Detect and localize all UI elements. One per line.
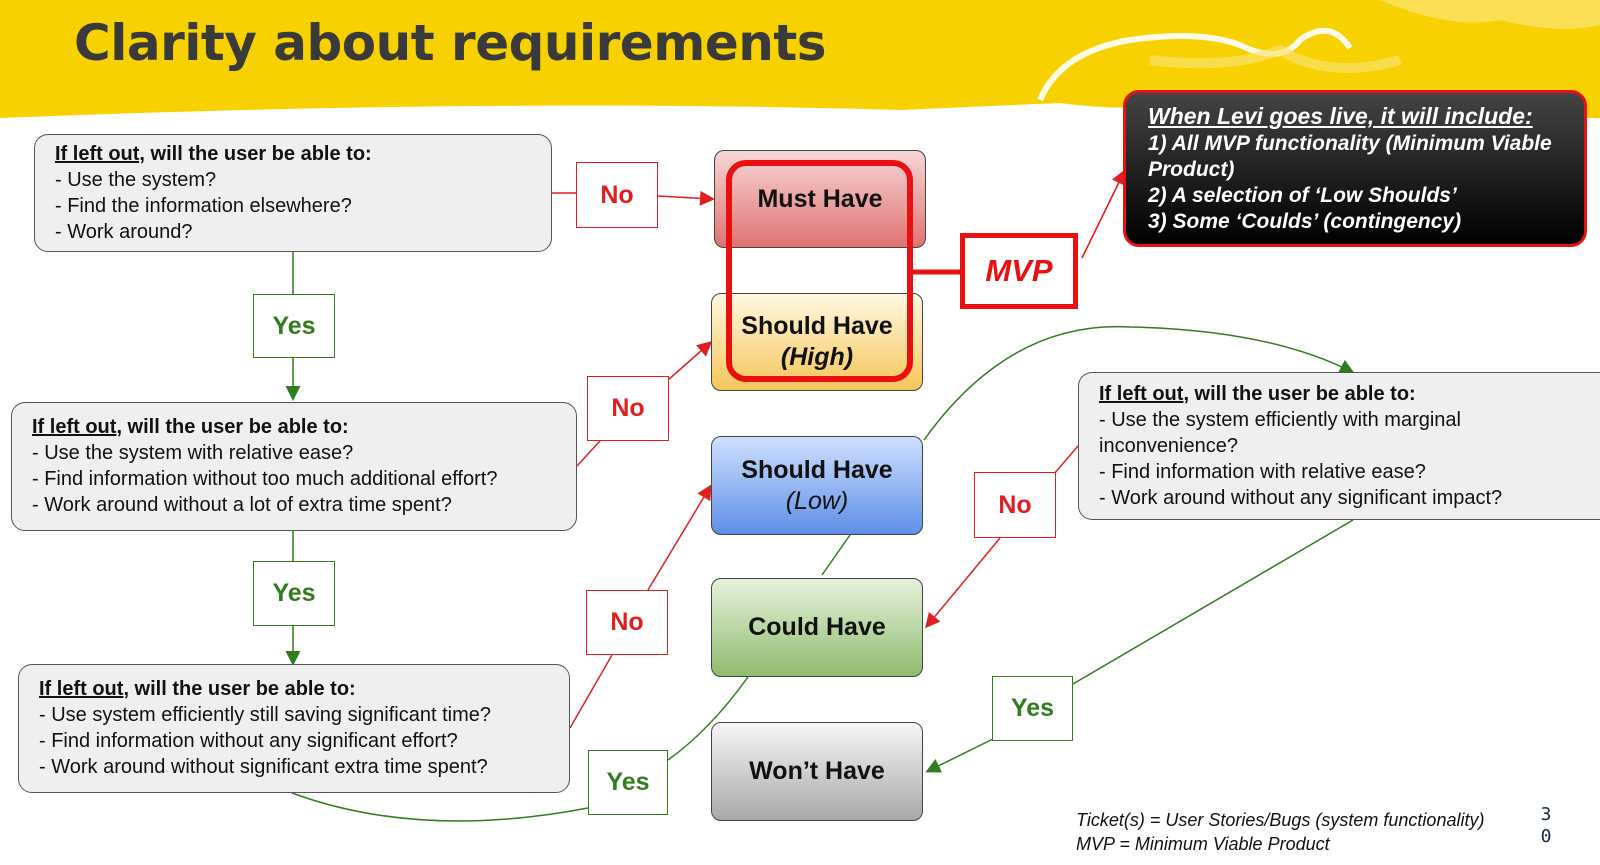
question-box-1: If left out, will the user be able to: -… — [34, 134, 552, 252]
connector-could-should-low — [821, 534, 851, 576]
connector-no-must — [657, 190, 715, 206]
yes-label: Yes — [588, 750, 668, 815]
category-sublabel: (High) — [780, 343, 854, 371]
question-item: - Work around without significant extra … — [39, 756, 488, 778]
no-label: No — [586, 590, 668, 655]
category-could-have: Could Have — [711, 578, 923, 677]
connector-q4-no — [1053, 445, 1079, 475]
connector-q2-no — [576, 440, 601, 467]
category-should-have-high: Should Have (High) — [711, 293, 923, 391]
connector-no-could — [925, 537, 1001, 629]
category-label: Could Have — [748, 613, 886, 641]
category-label: Should Have — [741, 455, 893, 484]
connector-q4-yes — [1072, 519, 1354, 685]
connector-no-should-high — [667, 341, 713, 381]
go-live-item: 2) A selection of ‘Low Shoulds’ — [1148, 184, 1457, 207]
question-item: - Find the information elsewhere? — [55, 195, 352, 217]
go-live-item: 1) All MVP functionality (Minimum Viable… — [1148, 132, 1552, 181]
category-must-have: Must Have — [714, 150, 926, 248]
connector-q3-yes — [291, 792, 589, 822]
question-item: - Find information with relative ease? — [1099, 461, 1426, 483]
question-item: - Work around without any significant im… — [1099, 487, 1503, 509]
yes-label: Yes — [253, 294, 335, 358]
question-item: - Use the system with relative ease? — [32, 442, 354, 464]
title-banner — [0, 0, 1600, 125]
question-item: - Use the system? — [55, 169, 217, 191]
connector-should-low-q4 — [923, 325, 1355, 441]
category-sublabel: (Low) — [785, 486, 849, 515]
go-live-summary-box: When Levi goes live, it will include: 1)… — [1123, 90, 1587, 247]
connector-q3-no — [569, 654, 613, 729]
category-should-have-low: Should Have (Low) — [711, 436, 923, 535]
no-label: No — [576, 162, 658, 228]
connector-no-should-low — [647, 484, 712, 591]
category-wont-have: Won’t Have — [711, 722, 923, 821]
banner-background — [0, 0, 1600, 119]
question-item: - Use the system efficiently with margin… — [1099, 409, 1461, 457]
mvp-label: MVP — [960, 233, 1078, 309]
question-box-4: If left out, will the user be able to: -… — [1078, 372, 1600, 520]
page-title: Clarity about requirements — [74, 14, 827, 72]
page-number: 3 0 — [1540, 804, 1552, 847]
question-item: - Use system efficiently still saving si… — [39, 704, 492, 726]
category-label: Must Have — [757, 184, 883, 213]
question-heading: If left out, will the user be able to: — [1099, 383, 1416, 405]
yes-label: Yes — [992, 676, 1073, 741]
connector-yes-to-could — [667, 676, 749, 761]
question-item: - Work around? — [55, 221, 193, 243]
yes-label: Yes — [253, 561, 335, 626]
category-label: Should Have — [741, 312, 893, 340]
footnote-line: Ticket(s) = User Stories/Bugs (system fu… — [1076, 810, 1485, 830]
question-item: - Work around without a lot of extra tim… — [32, 494, 452, 516]
footnote-line: MVP = Minimum Viable Product — [1076, 834, 1330, 854]
question-heading: If left out, will the user be able to: — [32, 416, 349, 438]
no-label: No — [587, 376, 669, 441]
question-heading: If left out, will the user be able to: — [55, 143, 372, 165]
question-item: - Find information without too much addi… — [32, 468, 498, 490]
go-live-title: When Levi goes live, it will include: — [1148, 103, 1533, 129]
connector-mvp-golive — [1081, 169, 1126, 259]
question-item: - Find information without any significa… — [39, 730, 458, 752]
question-box-2: If left out, will the user be able to: -… — [11, 402, 577, 531]
go-live-item: 3) Some ‘Coulds’ (contingency) — [1148, 210, 1462, 233]
category-label: Won’t Have — [749, 757, 885, 785]
mvp-grouping-outline — [726, 160, 913, 382]
footnote: Ticket(s) = User Stories/Bugs (system fu… — [1076, 808, 1484, 856]
question-heading: If left out, will the user be able to: — [39, 678, 356, 700]
no-label: No — [974, 472, 1056, 538]
question-box-3: If left out, will the user be able to: -… — [18, 664, 570, 793]
connector-yes-wont — [925, 738, 994, 773]
